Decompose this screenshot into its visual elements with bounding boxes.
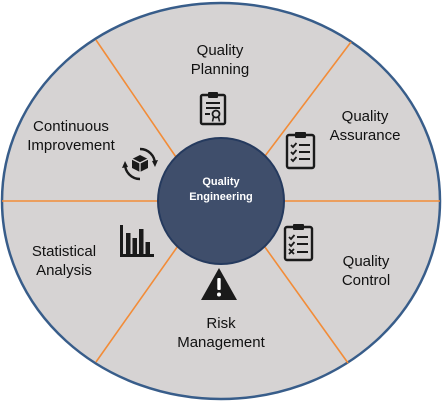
label-line: Management [177,334,265,351]
label-line: Control [341,272,391,289]
label-statistical-analysis: Statistical Analysis [16,242,112,280]
hub-line: Quality [202,176,240,188]
checklist-x-icon [283,224,314,262]
label-line: Analysis [36,262,92,279]
checklist-icon [285,132,316,170]
label-line: Continuous [33,118,109,135]
label-line: Quality [341,108,389,125]
label-line: Improvement [27,137,115,154]
cycle-box-icon [122,147,158,181]
clipboard-certificate-icon [199,92,227,126]
label-quality-planning: Quality Planning [172,41,268,79]
hub-line: Engineering [189,191,253,203]
divider-spoke-2 [261,41,352,161]
label-line: Assurance [329,127,401,144]
label-risk-management: Risk Management [166,314,276,352]
label-line: Planning [190,61,250,78]
label-quality-control: Quality Control [316,252,416,290]
hub-label: Quality Engineering [160,175,282,205]
label-line: Quality [196,42,244,59]
divider-spoke-1 [95,39,179,161]
label-line: Statistical [31,243,97,260]
label-line: Risk [206,315,236,332]
bar-chart-icon [120,225,154,257]
center-hub [157,137,285,265]
label-quality-assurance: Quality Assurance [310,107,420,145]
warning-triangle-icon [201,268,237,300]
label-continuous-improvement: Continuous Improvement [16,117,126,155]
divider-spoke-6 [261,242,349,364]
label-line: Quality [342,253,390,270]
divider-spoke-5 [95,242,181,363]
